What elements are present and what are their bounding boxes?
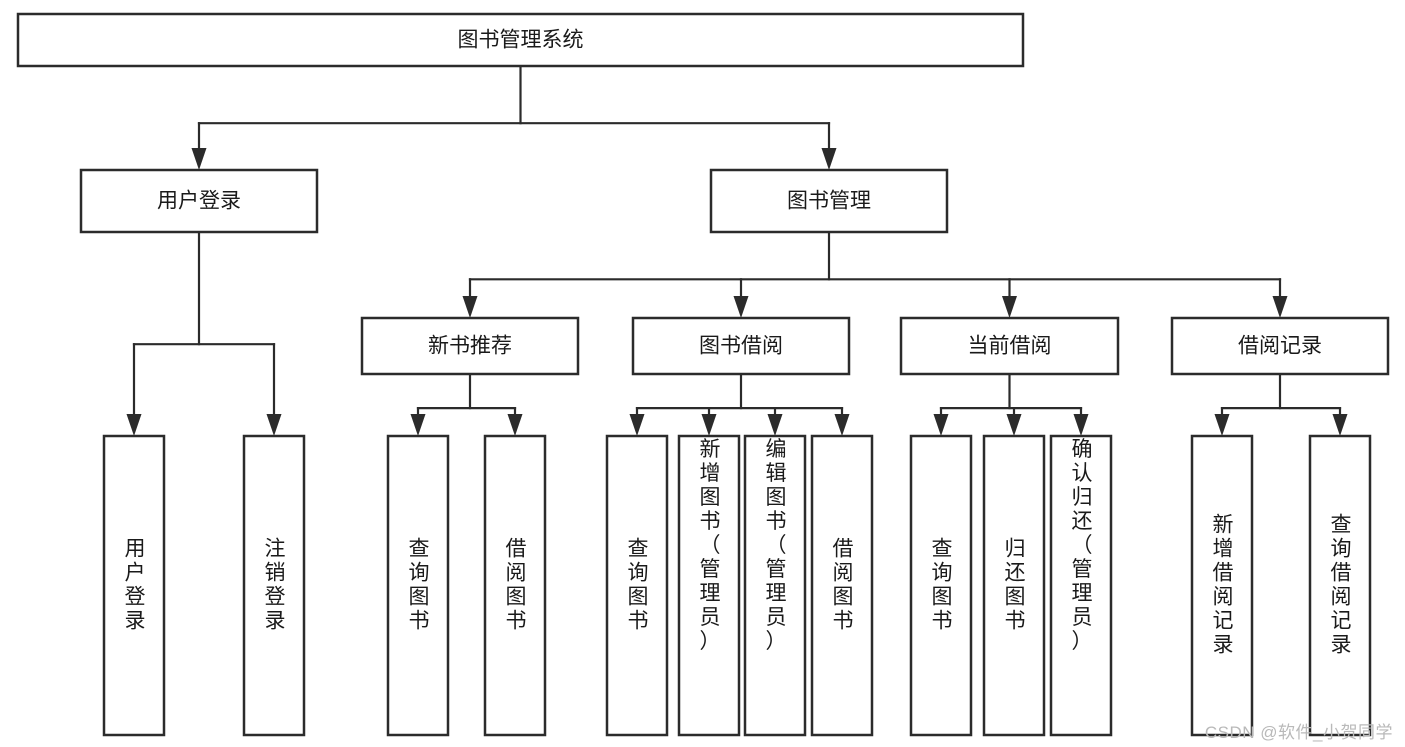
edge-group-current_borrow [933, 372, 1089, 436]
node-label: 查询图书 [932, 538, 953, 633]
arrow-head-icon [191, 148, 207, 170]
node-label: 新增借阅记录 [1213, 514, 1234, 657]
node-box [631, 316, 851, 376]
edge-group-borrow_record [1214, 372, 1348, 436]
arrow-head-icon [767, 414, 783, 436]
arrow-head-icon [1073, 414, 1089, 436]
csdn-watermark: CSDN @软件_小贺同学 [1204, 723, 1393, 742]
node-leaf-add-record[interactable]: 新增借阅记录 [1190, 434, 1254, 737]
node-leaf-query-record[interactable]: 查询借阅记录 [1308, 434, 1372, 737]
node-label: 新书推荐 [428, 335, 512, 358]
node-label: 确认归还（管理员） [1072, 438, 1093, 653]
node-label: 用户登录 [157, 190, 241, 213]
node-leaf-user-login[interactable]: 用户登录 [102, 434, 166, 737]
node-label: 图书借阅 [699, 335, 783, 358]
node-label: 归还图书 [1005, 538, 1026, 633]
node-label: 新增图书（管理员） [700, 438, 721, 653]
edge-group-user_login [126, 230, 282, 436]
node-box [810, 434, 874, 737]
node-leaf-edit-book[interactable]: 编辑图书（管理员） [743, 434, 807, 737]
node-label: 图书管理 [787, 190, 871, 213]
arrow-head-icon [1214, 414, 1230, 436]
node-label: 查询图书 [409, 538, 430, 633]
arrow-head-icon [933, 414, 949, 436]
arrow-head-icon [701, 414, 717, 436]
arrow-head-icon [1332, 414, 1348, 436]
node-user-login[interactable]: 用户登录 [79, 168, 319, 234]
arrow-head-icon [629, 414, 645, 436]
node-box [743, 434, 807, 737]
arrow-head-icon [1006, 414, 1022, 436]
node-leaf-borrow-book-2[interactable]: 借阅图书 [810, 434, 874, 737]
node-label: 编辑图书（管理员） [766, 438, 787, 653]
node-box [1170, 316, 1390, 376]
arrow-head-icon [266, 414, 282, 436]
node-leaf-user-logout[interactable]: 注销登录 [242, 434, 306, 737]
node-box [79, 168, 319, 234]
edges-layer [126, 64, 1348, 436]
arrow-head-icon [733, 296, 749, 318]
arrow-head-icon [1272, 296, 1288, 318]
node-book-manage[interactable]: 图书管理 [709, 168, 949, 234]
node-new-book-rec[interactable]: 新书推荐 [360, 316, 580, 376]
node-leaf-borrow-book-1[interactable]: 借阅图书 [483, 434, 547, 737]
node-label: 借阅图书 [833, 538, 854, 633]
node-box [360, 316, 580, 376]
node-label: 用户登录 [125, 538, 146, 633]
node-current-borrow[interactable]: 当前借阅 [899, 316, 1120, 376]
node-box [982, 434, 1046, 737]
node-box [899, 316, 1120, 376]
node-box [605, 434, 669, 737]
arrow-head-icon [462, 296, 478, 318]
node-box [16, 12, 1025, 68]
node-label: 当前借阅 [968, 335, 1052, 358]
node-label: 借阅图书 [506, 538, 527, 633]
node-book-borrow[interactable]: 图书借阅 [631, 316, 851, 376]
arrow-head-icon [1002, 296, 1017, 318]
arrow-head-icon [834, 414, 850, 436]
node-box [909, 434, 973, 737]
edge-group-new_book_rec [410, 372, 523, 436]
node-box [677, 434, 741, 737]
nodes-layer: 图书管理系统用户登录图书管理新书推荐图书借阅当前借阅借阅记录用户登录注销登录查询… [16, 12, 1390, 737]
arrow-head-icon [410, 414, 426, 436]
node-root[interactable]: 图书管理系统 [16, 12, 1025, 68]
node-box [386, 434, 450, 737]
node-leaf-query-book-1[interactable]: 查询图书 [386, 434, 450, 737]
arrow-head-icon [126, 414, 142, 436]
node-box [1190, 434, 1254, 737]
node-box [102, 434, 166, 737]
node-box [483, 434, 547, 737]
node-label: 图书管理系统 [458, 29, 584, 52]
edge-group-root [191, 64, 837, 170]
node-label: 借阅记录 [1238, 335, 1322, 358]
node-borrow-record[interactable]: 借阅记录 [1170, 316, 1390, 376]
node-leaf-query-book-2[interactable]: 查询图书 [605, 434, 669, 737]
node-box [1308, 434, 1372, 737]
node-leaf-add-book[interactable]: 新增图书（管理员） [677, 434, 741, 737]
arrow-head-icon [507, 414, 523, 436]
node-box [242, 434, 306, 737]
edge-group-book_manage [462, 230, 1288, 318]
node-label: 查询图书 [628, 538, 649, 633]
node-leaf-query-book-3[interactable]: 查询图书 [909, 434, 973, 737]
edge-group-book_borrow [629, 372, 850, 436]
node-box [709, 168, 949, 234]
node-leaf-confirm-return[interactable]: 确认归还（管理员） [1049, 434, 1113, 737]
node-box [1049, 434, 1113, 737]
arrow-head-icon [821, 148, 837, 170]
node-label: 查询借阅记录 [1331, 514, 1352, 657]
node-label: 注销登录 [265, 538, 286, 633]
node-leaf-return-book[interactable]: 归还图书 [982, 434, 1046, 737]
